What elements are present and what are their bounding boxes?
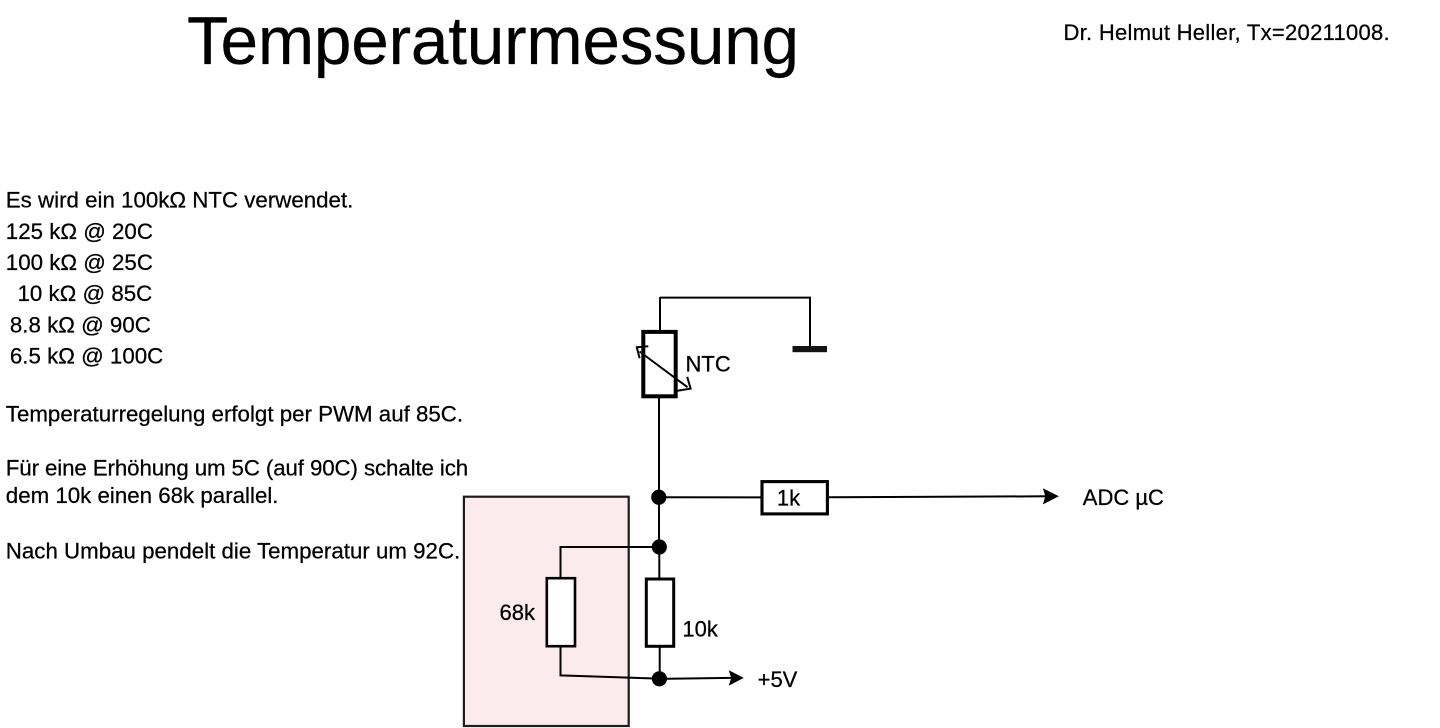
svg-text:10k: 10k — [682, 616, 718, 641]
svg-text:Es wird ein 100kΩ NTC verwende: Es wird ein 100kΩ NTC verwendet. — [6, 188, 354, 213]
svg-text:8.8 kΩ @ 90C: 8.8 kΩ @ 90C — [10, 312, 151, 337]
svg-text:100 kΩ @ 25C: 100 kΩ @ 25C — [6, 250, 153, 275]
svg-text:ADC µC: ADC µC — [1083, 485, 1164, 510]
svg-text:Temperaturmessung: Temperaturmessung — [187, 4, 799, 79]
svg-text:Für eine Erhöhung um 5C (auf 9: Für eine Erhöhung um 5C (auf 90C) schalt… — [6, 456, 468, 481]
svg-text:Nach Umbau pendelt die Tempera: Nach Umbau pendelt die Temperatur um 92C… — [6, 539, 460, 564]
svg-text:125 kΩ @ 20C: 125 kΩ @ 20C — [6, 219, 153, 244]
svg-text:68k: 68k — [500, 600, 536, 625]
svg-text:+5V: +5V — [758, 667, 798, 692]
svg-text:1k: 1k — [777, 486, 801, 511]
svg-text:dem 10k einen 68k parallel.: dem 10k einen 68k parallel. — [6, 483, 279, 508]
svg-text:NTC: NTC — [686, 351, 731, 376]
svg-text:6.5 kΩ @ 100C: 6.5 kΩ @ 100C — [10, 344, 163, 369]
svg-text:Temperaturregelung erfolgt per: Temperaturregelung erfolgt per PWM auf 8… — [6, 402, 463, 427]
svg-text:10 kΩ @ 85C: 10 kΩ @ 85C — [18, 281, 153, 306]
svg-text:Dr. Helmut Heller, Tx=20211008: Dr. Helmut Heller, Tx=20211008. — [1064, 20, 1390, 45]
